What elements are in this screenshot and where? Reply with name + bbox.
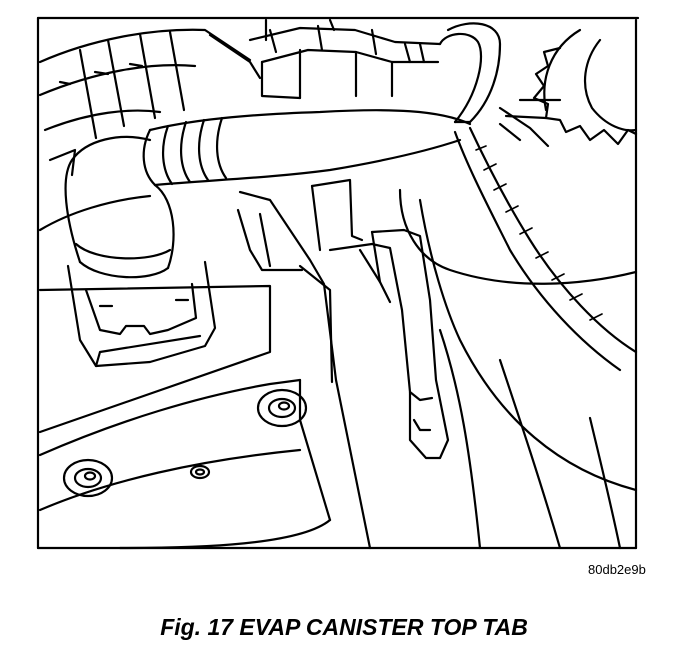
figure-caption: Fig. 17 EVAP CANISTER TOP TAB: [160, 614, 528, 640]
electrical-connector: [248, 18, 442, 100]
image-code: 80db2e9b: [588, 562, 646, 577]
canister-body: [310, 178, 638, 550]
elbow-fitting: [64, 135, 175, 279]
vent-hose: [438, 22, 638, 372]
quick-connect-clip: [66, 260, 217, 368]
evap-hose: [142, 109, 472, 187]
canister-top-tab: [236, 190, 450, 550]
pump-module-housing: [38, 28, 262, 232]
hose-texture: [475, 145, 603, 321]
lock-ring: [498, 28, 638, 148]
mounting-bolts: [62, 388, 308, 498]
